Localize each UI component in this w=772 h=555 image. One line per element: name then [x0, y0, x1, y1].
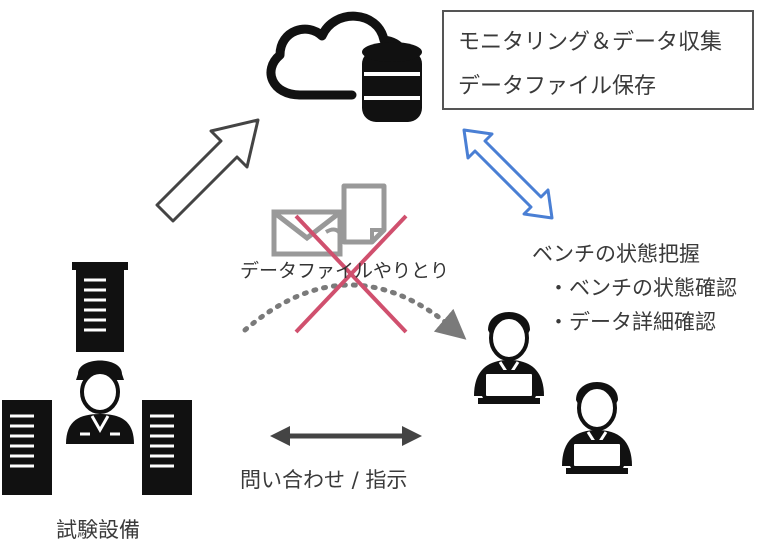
building-icon	[2, 400, 52, 495]
test-equipment-label: 試験設備	[56, 518, 140, 542]
database-icon	[362, 42, 422, 122]
person-laptop-icon	[474, 312, 544, 404]
worker-icon	[66, 360, 134, 444]
bench-status-title: ベンチの状態把握	[532, 242, 700, 266]
document-icon	[324, 183, 387, 245]
bench-status-item: ・ベンチの状態確認	[548, 276, 737, 300]
info-box-line1: モニタリング＆データ収集	[458, 30, 723, 55]
person-laptop-icon	[562, 382, 632, 474]
envelope-icon	[271, 209, 343, 257]
building-icon	[142, 400, 192, 495]
bench-status-item: ・データ詳細確認	[548, 310, 716, 334]
cross-mark	[294, 214, 408, 334]
info-box: モニタリング＆データ収集 データファイル保存	[442, 10, 754, 110]
bidirectional-arrow	[462, 128, 554, 220]
info-box-line2: データファイル保存	[458, 74, 657, 99]
building-icon	[72, 262, 128, 352]
inquiry-label: 問い合わせ / 指示	[240, 468, 408, 492]
upload-arrow	[155, 118, 260, 223]
file-exchange-label: データファイルやりとり	[240, 260, 450, 282]
file-exchange-path	[242, 282, 467, 340]
inquiry-arrow	[270, 426, 422, 446]
